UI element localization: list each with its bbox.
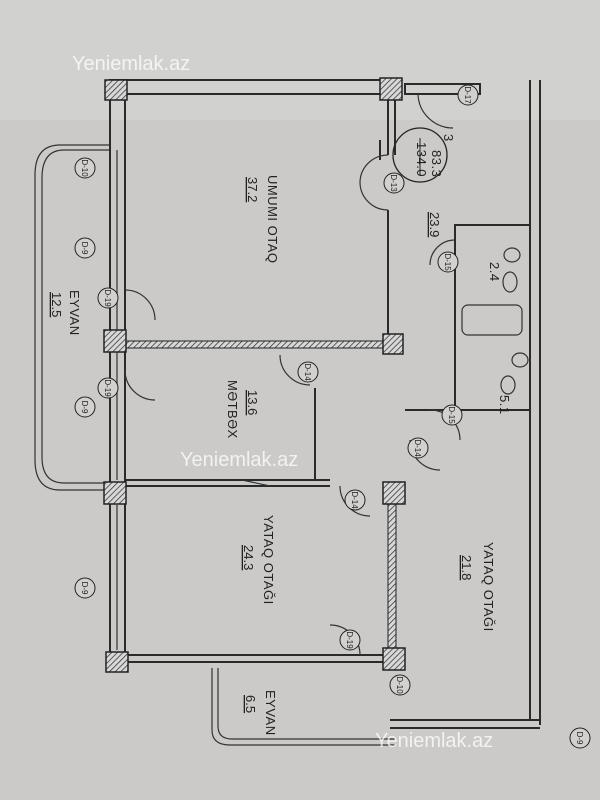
room-area-balcony-2: 6.5 bbox=[243, 695, 258, 713]
bathtub-icon bbox=[461, 304, 523, 336]
room-name-bedroom-2: YATAQ OTAĞI bbox=[481, 542, 496, 632]
room-area-bathroom: 5.1 bbox=[497, 395, 512, 415]
room-labels: UMUMI OTAQ 37.2 MƏTBƏX 13.6 YATAQ OTAĞI … bbox=[49, 175, 512, 736]
toilet-icon bbox=[502, 271, 518, 293]
door-tag-circle bbox=[97, 377, 119, 399]
door-tag: D-19 bbox=[103, 379, 112, 397]
door-tag: D-19 bbox=[345, 631, 354, 649]
watermark: Yeniemlak.az bbox=[72, 53, 190, 75]
room-name-balcony-2: EYVAN bbox=[263, 690, 278, 736]
door-tag: D-17 bbox=[463, 86, 472, 104]
bathroom bbox=[454, 224, 531, 411]
apartment-summary: 83.3 134.0 3 bbox=[392, 127, 456, 183]
room-count: 3 bbox=[441, 134, 456, 142]
door-tag-circle bbox=[344, 489, 366, 511]
room-name-kitchen: MƏTBƏX bbox=[225, 380, 240, 439]
door-tag: D-10 bbox=[80, 159, 89, 177]
door-tag: D-15 bbox=[443, 253, 452, 271]
door-tag: D-13 bbox=[389, 174, 398, 192]
door-tag: D-19 bbox=[103, 289, 112, 307]
door-tag: D-9 bbox=[80, 242, 89, 255]
room-area-hall: 23.9 bbox=[427, 212, 442, 237]
door-tag-circle bbox=[297, 361, 319, 383]
room-area-living: 37.2 bbox=[245, 177, 260, 202]
door-tag-circle bbox=[97, 287, 119, 309]
door-tags: D-17D-13D-15D-10D-9D-19D-19D-9D-14D-15D-… bbox=[74, 84, 591, 749]
door-tag: D-9 bbox=[575, 732, 584, 745]
columns bbox=[103, 77, 406, 673]
room-name-living: UMUMI OTAQ bbox=[265, 175, 280, 264]
door-tag-circle bbox=[407, 437, 429, 459]
door-tag: D-10 bbox=[395, 676, 404, 694]
door-tag-circle bbox=[74, 577, 96, 599]
living-area: 83.3 bbox=[429, 150, 444, 177]
door-tag: D-9 bbox=[80, 401, 89, 414]
sink-icon bbox=[511, 352, 529, 368]
room-name-bedroom-1: YATAQ OTAĞI bbox=[261, 515, 276, 605]
door-tag-circle bbox=[389, 674, 411, 696]
door-tag-circle bbox=[74, 157, 96, 179]
watermark: Yeniemlak.az bbox=[375, 730, 493, 752]
door-tag-circle bbox=[74, 237, 96, 259]
balcony-bottom-outline bbox=[211, 668, 395, 746]
door-tag-circle bbox=[339, 629, 361, 651]
total-area: 134.0 bbox=[414, 142, 429, 177]
door-tag-circle bbox=[383, 172, 405, 194]
walls bbox=[109, 79, 541, 729]
room-name-balcony-1: EYVAN bbox=[67, 290, 82, 336]
balcony-left-outline bbox=[34, 144, 110, 491]
room-area-kitchen: 13.6 bbox=[245, 390, 260, 415]
door-tag: D-15 bbox=[447, 406, 456, 424]
room-area-bedroom-2: 21.8 bbox=[459, 555, 474, 580]
room-area-balcony-1: 12.5 bbox=[49, 292, 64, 317]
door-tag-circle bbox=[441, 404, 463, 426]
toilet-icon bbox=[500, 375, 516, 395]
sink-icon bbox=[503, 247, 521, 263]
door-tag-circle bbox=[437, 251, 459, 273]
door-tag: D-14 bbox=[303, 363, 312, 381]
room-area-bedroom-1: 24.3 bbox=[241, 545, 256, 570]
room-area-wc: 2.4 bbox=[487, 262, 502, 282]
door-tag-circle bbox=[457, 84, 479, 106]
door-tag-circle bbox=[74, 396, 96, 418]
door-tag-circle bbox=[569, 727, 591, 749]
watermark: Yeniemlak.az bbox=[180, 449, 298, 471]
door-tag: D-14 bbox=[350, 491, 359, 509]
door-tag: D-14 bbox=[413, 439, 422, 457]
door-tag: D-9 bbox=[80, 582, 89, 595]
